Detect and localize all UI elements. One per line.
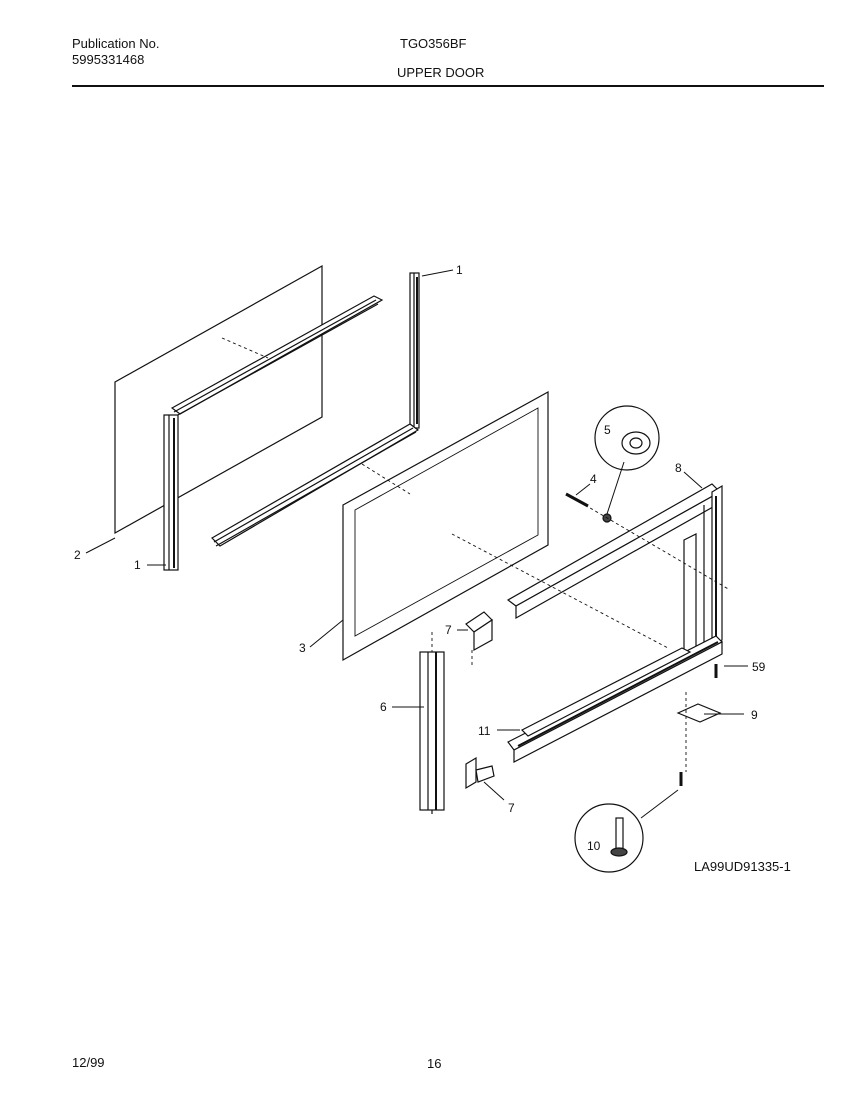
bracket-lower bbox=[465, 756, 495, 790]
right-trim-channel-upper bbox=[409, 272, 420, 429]
door-frame bbox=[506, 483, 724, 763]
header-rule bbox=[72, 85, 824, 87]
callout-4: 4 bbox=[590, 472, 597, 486]
publication-label: Publication No. bbox=[72, 36, 160, 51]
side-channel bbox=[419, 651, 445, 814]
detail-circle-10 bbox=[574, 803, 644, 873]
callout-2: 2 bbox=[74, 548, 81, 562]
assembly-lines bbox=[221, 337, 731, 772]
leader-lines bbox=[85, 269, 748, 819]
callout-1-top: 1 bbox=[456, 263, 463, 277]
bottom-trim-channel bbox=[211, 423, 420, 547]
hinge-bracket-9 bbox=[676, 703, 722, 723]
callout-11: 11 bbox=[478, 724, 491, 738]
callout-1-left: 1 bbox=[134, 558, 141, 572]
bracket-upper bbox=[465, 611, 493, 652]
inner-glass-panel bbox=[342, 390, 549, 662]
figure-code: LA99UD91335-1 bbox=[694, 859, 791, 874]
callout-7-lower: 7 bbox=[508, 801, 515, 815]
callout-59: 59 bbox=[752, 660, 766, 674]
screw-4 bbox=[565, 492, 589, 508]
callout-3: 3 bbox=[299, 641, 306, 655]
detail-circle-5 bbox=[594, 405, 660, 471]
callout-9: 9 bbox=[751, 708, 758, 722]
publication-number: 5995331468 bbox=[72, 52, 145, 67]
top-trim-channel bbox=[170, 295, 384, 417]
footer-date: 12/99 bbox=[72, 1055, 105, 1070]
model-number: TGO356BF bbox=[400, 36, 467, 51]
page-number: 16 bbox=[427, 1056, 442, 1071]
callout-10: 10 bbox=[587, 839, 601, 853]
callout-8: 8 bbox=[675, 461, 682, 475]
left-trim-channel bbox=[163, 414, 179, 571]
callout-5: 5 bbox=[604, 423, 611, 437]
callout-6: 6 bbox=[380, 700, 387, 714]
section-title: UPPER DOOR bbox=[397, 65, 485, 80]
callout-7-upper: 7 bbox=[445, 623, 452, 637]
